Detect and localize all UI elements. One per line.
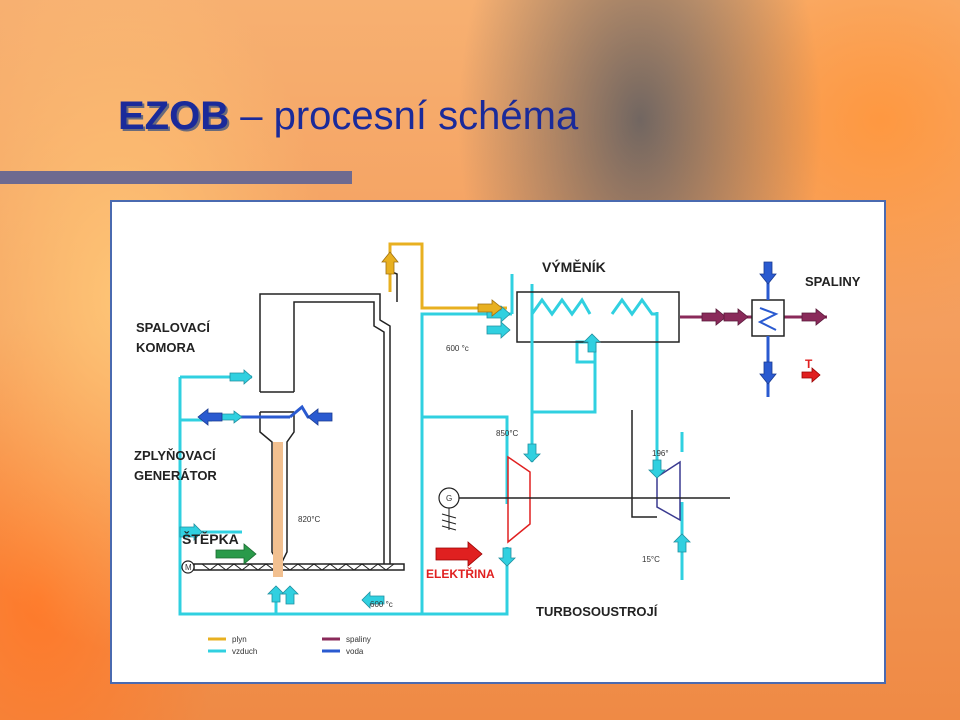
temp-196: 196° [652,449,669,458]
gas-pipe [388,242,507,310]
temp-15: 15°C [642,555,660,564]
temp-850: 850°C [496,429,519,438]
label-generator-g: G [446,494,452,503]
legend-label-voda: voda [346,647,364,656]
legend: plyn vzduch spaliny voda [208,635,371,656]
process-diagram: VÝMĚNÍK SPALINY SPALOVACÍ KOMORA ZPLYŇOV… [110,200,886,684]
label-turbosoustroji: TURBOSOUSTROJÍ [536,604,658,619]
label-stepka: ŠTĚPKA [182,530,239,547]
cyan-arrows [179,305,691,609]
process-diagram-svg: VÝMĚNÍK SPALINY SPALOVACÍ KOMORA ZPLYŇOV… [134,242,861,656]
label-spalovaci-2: KOMORA [136,340,196,355]
label-vymenik: VÝMĚNÍK [542,258,606,275]
air-pipes [178,274,684,616]
title-abbreviation: EZOB [118,94,230,138]
blue-arrows [197,261,777,426]
slide-title: EZOB – procesní schéma [118,92,578,140]
temp-820: 820°C [298,515,321,524]
purple-arrows [701,308,827,326]
exchanger-coils [530,297,657,344]
label-t: T [805,357,813,371]
temp-600-bottom: 600 °c [370,600,393,609]
gasifier-heat-column [273,442,283,577]
legend-label-vzduch: vzduch [232,647,257,656]
label-zplynovaci-1: ZPLYŇOVACÍ [134,448,216,463]
label-motor-m: M [185,563,192,572]
red-arrows [435,367,821,567]
legend-label-plyn: plyn [232,635,247,644]
label-spaliny: SPALINY [805,274,861,289]
title-underline-bar [0,171,352,184]
label-spalovaci-1: SPALOVACÍ [136,320,210,335]
steam-turbine [656,460,681,522]
conveyor [181,560,405,574]
legend-label-spaliny: spaliny [346,635,371,644]
generator-symbol [438,487,460,531]
title-text: – procesní schéma [229,94,579,138]
label-elektrina: ELEKTŘINA [426,566,495,581]
temp-600-top: 600 °c [446,344,469,353]
structure-lines [259,271,680,564]
gas-turbine [507,455,531,544]
label-zplynovaci-2: GENERÁTOR [134,468,217,483]
green-arrow [215,543,257,565]
yellow-arrows [381,251,503,317]
